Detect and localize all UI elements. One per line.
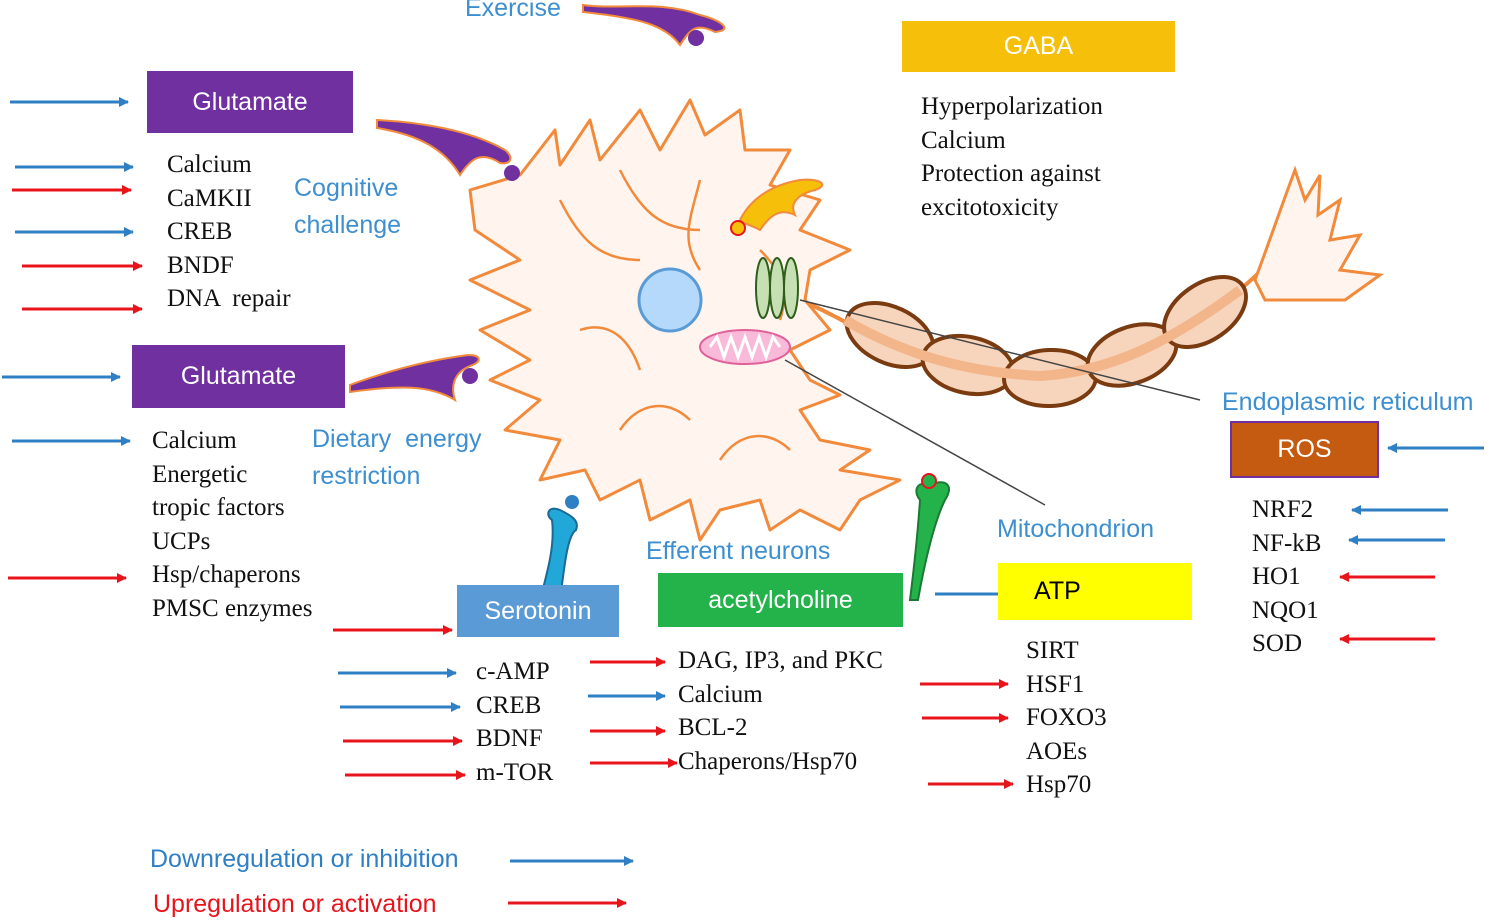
mitochondrion-organelle bbox=[699, 329, 791, 365]
legend-up-label: Upregulation or activation bbox=[153, 890, 437, 918]
exercise-terminal bbox=[582, 3, 726, 47]
effect-item: HSF1 bbox=[1026, 670, 1085, 698]
serotonin-terminal bbox=[538, 495, 579, 601]
effect-item: BCL-2 bbox=[678, 714, 748, 741]
effect-item: NQO1 bbox=[1252, 596, 1319, 624]
effect-item: SOD bbox=[1252, 630, 1303, 657]
effect-item: DNA repair bbox=[167, 285, 291, 312]
acetylcholine-effects: DAG, IP3, and PKC Calcium BCL-2 Chaperon… bbox=[678, 644, 883, 778]
glutamate-1-effects: Calcium CaMKII CREB BNDF DNA repair bbox=[167, 148, 291, 316]
acetylcholine-terminal bbox=[908, 473, 950, 601]
serotonin-box: Serotonin bbox=[457, 585, 619, 637]
cognitive-label-line2: challenge bbox=[294, 211, 402, 239]
dietary-terminal bbox=[349, 353, 480, 403]
ros-effects: NRF2 NF-kB HO1 NQO1 SOD bbox=[1252, 493, 1321, 661]
effect-item: Calcium bbox=[152, 427, 237, 454]
effect-item: DAG, IP3, and PKC bbox=[678, 647, 883, 674]
effect-item: c-AMP bbox=[476, 658, 550, 685]
gaba-box: GABA bbox=[902, 21, 1175, 72]
cognitive-label-line1: Cognitive bbox=[294, 174, 399, 202]
glutamate-box-2: Glutamate bbox=[132, 345, 345, 408]
endoplasmic-reticulum bbox=[755, 257, 799, 319]
effect-item: CaMKII bbox=[167, 184, 252, 212]
effect-item: Hsp/chaperons bbox=[152, 561, 301, 588]
atp-box: ATP bbox=[998, 563, 1192, 620]
effect-item: Energetic bbox=[152, 460, 248, 488]
mitochondrion-label: Mitochondrion bbox=[997, 515, 1155, 543]
effect-item: Chaperons/Hsp70 bbox=[678, 747, 858, 775]
axon-terminal bbox=[1253, 165, 1384, 302]
effect-item: CREB bbox=[167, 218, 233, 245]
effect-item: Protection against bbox=[921, 160, 1101, 187]
effect-item: Hsp70 bbox=[1026, 771, 1092, 798]
regulation-arrows bbox=[2, 97, 1484, 908]
mito-pointer-line bbox=[784, 359, 1046, 506]
dietary-label-line2: restriction bbox=[312, 462, 421, 490]
effect-item: Calcium bbox=[678, 680, 763, 708]
gaba-terminal bbox=[730, 178, 824, 236]
dietary-label-line1: Dietary energy bbox=[312, 425, 482, 453]
efferent-neurons-label: Efferent neurons bbox=[646, 537, 831, 565]
er-pointer-line bbox=[799, 299, 1201, 401]
legend-down-label: Downregulation or inhibition bbox=[150, 845, 459, 873]
dendrite-branches bbox=[558, 169, 791, 461]
effect-item: AOEs bbox=[1026, 737, 1088, 765]
exercise-label: Exercise bbox=[465, 0, 561, 22]
glutamate-box-1: Glutamate bbox=[147, 71, 353, 133]
effect-item: excitotoxicity bbox=[921, 193, 1059, 221]
effect-item: NRF2 bbox=[1252, 496, 1314, 523]
effect-item: Calcium bbox=[921, 126, 1006, 154]
effect-item: FOXO3 bbox=[1026, 704, 1107, 731]
cognitive-terminal bbox=[376, 118, 520, 181]
effect-item: BDNF bbox=[476, 725, 543, 752]
effect-item: CREB bbox=[476, 691, 542, 719]
effect-item: SIRT bbox=[1026, 637, 1079, 664]
glutamate-2-effects: Calcium Energetic tropic factors UCPs Hs… bbox=[152, 424, 312, 625]
endoplasmic-reticulum-label: Endoplasmic reticulum bbox=[1222, 388, 1474, 416]
effect-item: BNDF bbox=[167, 251, 234, 279]
effect-item: HO1 bbox=[1252, 563, 1301, 590]
axon-inner bbox=[842, 285, 1243, 382]
myelin-sheaths bbox=[844, 275, 1248, 409]
effect-item: Calcium bbox=[167, 151, 252, 178]
nucleus bbox=[637, 267, 703, 333]
effect-item: tropic factors bbox=[152, 494, 285, 521]
ros-box: ROS bbox=[1230, 421, 1379, 478]
effect-item: UCPs bbox=[152, 527, 211, 555]
effect-item: Hyperpolarization bbox=[921, 93, 1103, 120]
gaba-effects: Hyperpolarization Calcium Protection aga… bbox=[921, 90, 1103, 224]
axon bbox=[799, 165, 1384, 409]
synaptic-terminals bbox=[349, 3, 950, 601]
atp-effects: SIRT HSF1 FOXO3 AOEs Hsp70 bbox=[1026, 634, 1107, 802]
serotonin-effects: c-AMP CREB BDNF m-TOR bbox=[476, 655, 553, 789]
effect-item: NF-kB bbox=[1252, 529, 1322, 557]
effect-item: m-TOR bbox=[476, 758, 554, 786]
acetylcholine-box: acetylcholine bbox=[658, 573, 903, 627]
effect-item: PMSC enzymes bbox=[152, 594, 313, 622]
